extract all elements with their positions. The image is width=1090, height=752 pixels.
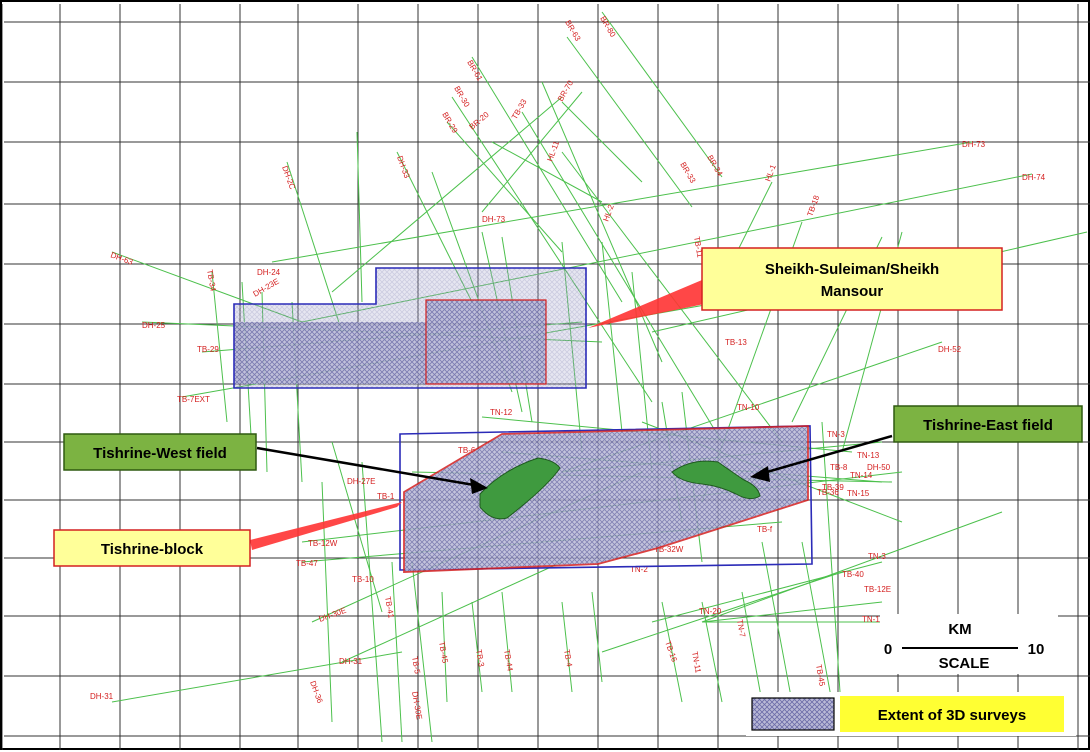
svg-text:DH-52: DH-52 <box>938 345 962 354</box>
svg-text:TB-8: TB-8 <box>830 463 848 472</box>
svg-text:TN-15: TN-15 <box>847 489 870 498</box>
svg-text:TB-39: TB-39 <box>822 483 844 492</box>
svg-text:TB-6: TB-6 <box>458 446 476 455</box>
svg-text:TN-11: TN-11 <box>690 651 703 674</box>
svg-text:TB-16: TB-16 <box>663 640 679 664</box>
svg-text:TB-45: TB-45 <box>437 641 450 665</box>
svg-text:BR-29: BR-29 <box>440 111 459 136</box>
sheikh-suleiman-survey-area <box>233 267 587 389</box>
svg-text:TB-29: TB-29 <box>197 345 219 354</box>
tishrine-east-callout: Tishrine-East field <box>893 405 1083 443</box>
scale-max: 10 <box>1028 641 1045 658</box>
svg-text:DH-31: DH-31 <box>339 657 363 666</box>
svg-text:BR-80: BR-80 <box>598 15 617 40</box>
svg-text:DH-24: DH-24 <box>257 268 281 277</box>
svg-text:DH-30E: DH-30E <box>318 606 348 624</box>
tishrine-east-label: Tishrine-East field <box>923 417 1053 434</box>
svg-text:TB-40: TB-40 <box>842 570 864 579</box>
sheikh-callout-line2: Mansour <box>821 283 884 300</box>
svg-text:BR-34: BR-34 <box>705 154 724 179</box>
svg-text:TB-7EXT: TB-7EXT <box>177 395 210 404</box>
svg-text:TN-7: TN-7 <box>735 619 747 639</box>
svg-text:TB-47: TB-47 <box>296 559 318 568</box>
legend-label-box <box>840 696 1064 732</box>
tishrine-west-callout: Tishrine-West field <box>63 433 257 471</box>
svg-text:TN-13: TN-13 <box>857 451 880 460</box>
scale-unit: KM <box>948 621 971 638</box>
svg-text:TN-2: TN-2 <box>630 565 648 574</box>
svg-text:DH-30E: DH-30E <box>410 691 424 721</box>
svg-text:BR-20: BR-20 <box>468 110 492 132</box>
svg-text:TN-12: TN-12 <box>490 408 513 417</box>
svg-text:DH-73: DH-73 <box>482 215 506 224</box>
tishrine-west-field <box>479 457 561 520</box>
svg-text:DH-23E: DH-23E <box>252 277 281 299</box>
svg-text:DH-27E: DH-27E <box>347 477 375 486</box>
svg-text:TB-44: TB-44 <box>502 649 515 673</box>
svg-text:TN-3: TN-3 <box>868 552 886 561</box>
svg-text:DH-25: DH-25 <box>142 321 166 330</box>
svg-text:BR-61: BR-61 <box>465 59 484 84</box>
svg-text:TB-10: TB-10 <box>352 575 374 584</box>
tishrine-west-label: Tishrine-West field <box>93 445 227 462</box>
svg-text:TB-12E: TB-12E <box>864 585 891 594</box>
svg-text:BR-30: BR-30 <box>452 85 471 110</box>
sheikh-suleiman-callout: Sheikh-Suleiman/Sheikh Mansour <box>701 247 1003 311</box>
svg-text:TB-36: TB-36 <box>817 488 839 497</box>
legend-label: Extent of 3D surveys <box>878 707 1026 724</box>
tishrine-block-label: Tishrine-block <box>101 541 204 558</box>
svg-text:TN-10: TN-10 <box>737 403 760 412</box>
svg-text:TN-3: TN-3 <box>827 430 845 439</box>
svg-text:TB-41: TB-41 <box>383 596 396 620</box>
legend: Extent of 3D surveys <box>746 692 1076 736</box>
svg-text:TB-45: TB-45 <box>814 664 827 688</box>
svg-text:HL-11: HL-11 <box>545 139 561 163</box>
svg-text:TB-12W: TB-12W <box>308 539 338 548</box>
svg-text:DH-74: DH-74 <box>1022 173 1046 182</box>
scale-caption: SCALE <box>939 655 990 672</box>
sheikh-callout-line1: Sheikh-Suleiman/Sheikh <box>765 261 939 278</box>
svg-text:DH-2C: DH-2C <box>280 165 297 191</box>
svg-text:HL-1: HL-1 <box>763 163 778 183</box>
svg-text:TB-5: TB-5 <box>410 656 422 675</box>
svg-text:TN-14: TN-14 <box>850 471 873 480</box>
svg-text:DH-31: DH-31 <box>90 692 114 701</box>
svg-text:TB-3: TB-3 <box>474 649 486 668</box>
svg-text:DH-73: DH-73 <box>962 140 986 149</box>
svg-text:TB-f: TB-f <box>757 525 773 534</box>
svg-text:TB-18: TB-18 <box>805 194 821 218</box>
svg-text:TB-33: TB-33 <box>510 97 529 121</box>
callout-arrows <box>250 280 893 550</box>
svg-text:TB-4: TB-4 <box>562 649 574 668</box>
svg-text:TN-20: TN-20 <box>699 607 722 616</box>
scale-bar: KM 0 10 SCALE <box>880 614 1058 674</box>
scale-min: 0 <box>884 641 892 658</box>
legend-swatch <box>751 697 835 731</box>
svg-text:TB-34: TB-34 <box>205 269 218 293</box>
tishrine-block-callout: Tishrine-block <box>53 529 251 567</box>
svg-text:TN-18: TN-18 <box>862 615 885 624</box>
svg-text:DH-50: DH-50 <box>867 463 891 472</box>
svg-text:TB-1: TB-1 <box>377 492 395 501</box>
svg-text:DH-33: DH-33 <box>395 155 412 180</box>
svg-text:TB-32W: TB-32W <box>654 545 684 554</box>
svg-text:BR-33: BR-33 <box>678 161 697 186</box>
svg-text:DH-36: DH-36 <box>308 680 325 705</box>
svg-text:TB-13: TB-13 <box>725 338 747 347</box>
tishrine-east-field <box>671 460 761 500</box>
